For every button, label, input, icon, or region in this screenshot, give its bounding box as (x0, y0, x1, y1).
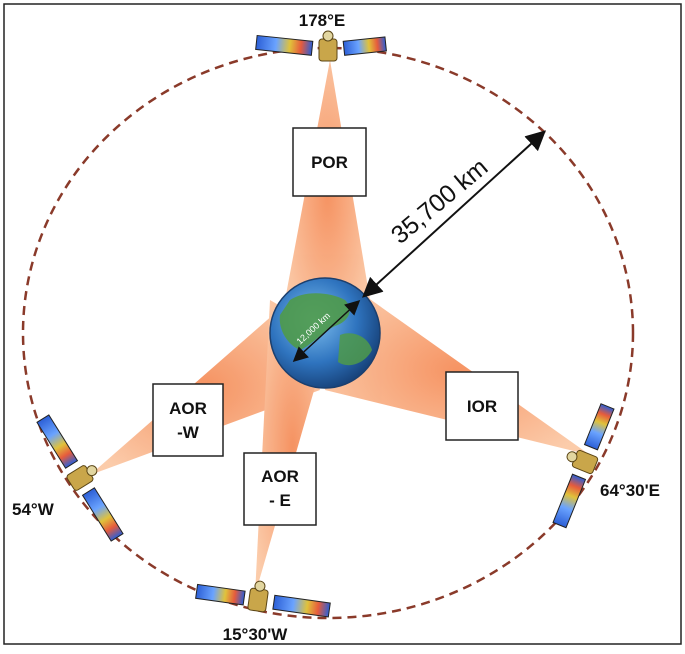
satellite-label-por: 178°E (299, 11, 346, 30)
beam-ior (325, 285, 590, 455)
region-box-aor-w: AOR -W (152, 383, 224, 457)
region-box-aor-w-frame (152, 383, 224, 457)
region-box-aor-e: AOR - E (243, 452, 317, 526)
satellite-antenna (322, 30, 334, 42)
region-box-aor-e-frame (243, 452, 317, 526)
earth-diameter-arrow (292, 299, 361, 363)
solar-panel-left (255, 34, 314, 56)
geostationary-orbit (21, 46, 635, 620)
solar-panel-left (195, 583, 246, 606)
region-label-por: POR (311, 153, 348, 172)
satellite-label-ior: 64°30'E (600, 481, 660, 500)
solar-panel-right (81, 487, 124, 542)
solar-panel-right (583, 403, 615, 451)
region-box-por-frame (292, 127, 367, 197)
solar-panel-left (552, 473, 587, 529)
region-box-ior: IOR (445, 371, 519, 441)
satellite-body (318, 38, 338, 62)
satellite-body (247, 587, 269, 613)
satellite-antenna (86, 465, 98, 477)
earth: 12,000 km (269, 277, 381, 389)
region-label-aor-w-line2: -W (177, 423, 200, 442)
region-label-aor-e-line2: - E (269, 491, 291, 510)
satellite-aor-w (36, 414, 124, 542)
solar-panel-right (272, 594, 331, 618)
region-label-aor-w-line1: AOR (169, 399, 207, 418)
satellite-label-aor-w: 54°W (12, 500, 55, 519)
satellite-por (255, 30, 387, 62)
satellite-antenna (254, 580, 266, 592)
satellite-label-aor-e: 15°30'W (223, 625, 289, 644)
satellite-aor-e (195, 580, 331, 618)
region-box-por: POR (292, 127, 367, 197)
region-label-ior: IOR (467, 397, 497, 416)
satellite-ior (552, 403, 615, 529)
solar-panel-right (342, 36, 387, 56)
solar-panel-left (36, 414, 79, 469)
region-box-ior-frame (445, 371, 519, 441)
orbit-distance-arrow (362, 130, 546, 298)
region-label-aor-e-line1: AOR (261, 467, 299, 486)
satellite-antenna (566, 451, 578, 463)
